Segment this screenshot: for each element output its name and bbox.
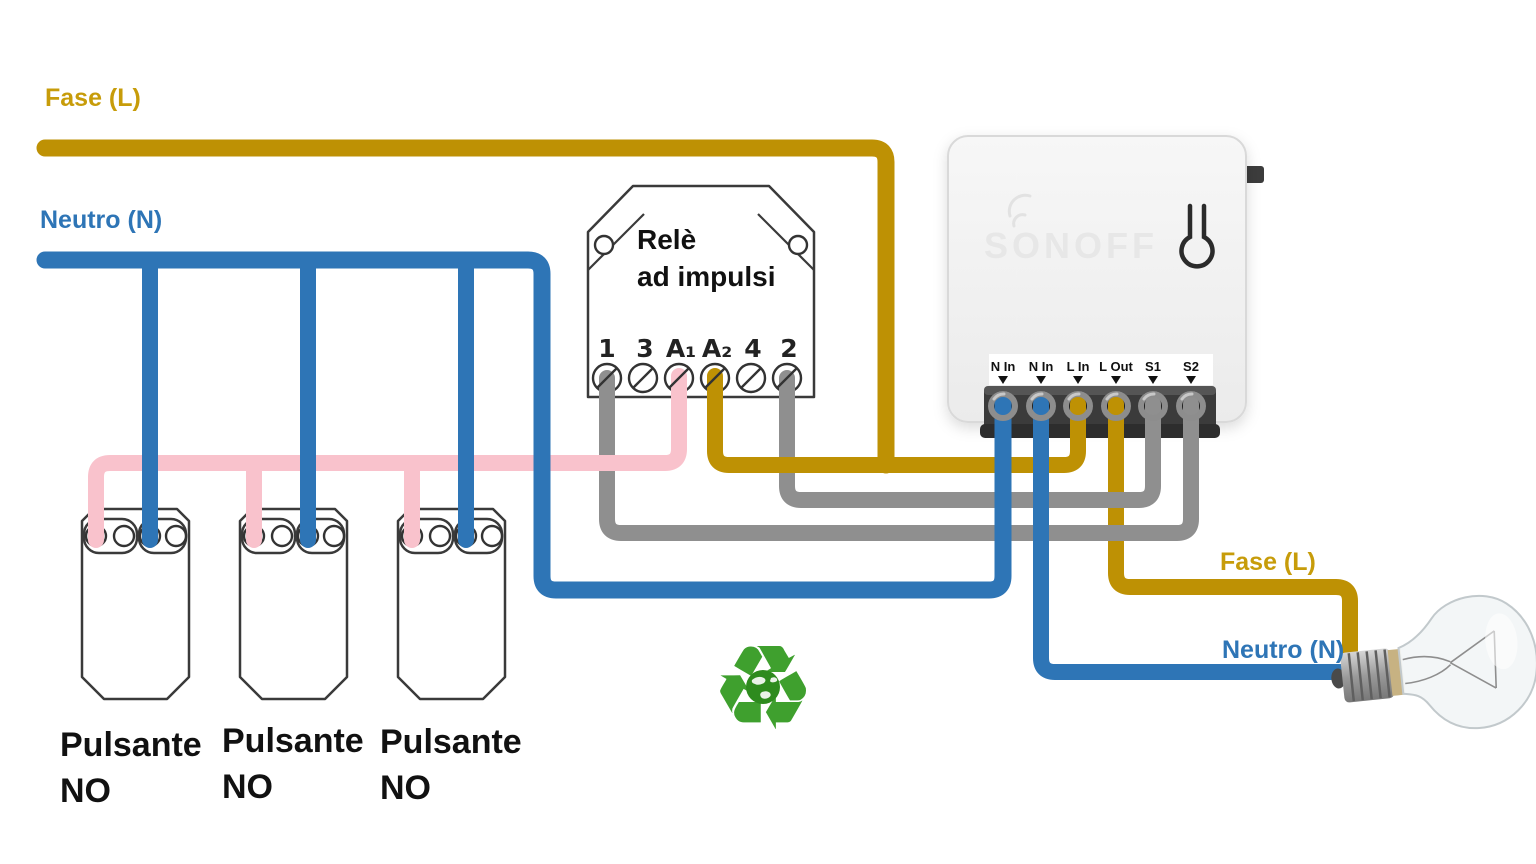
button-1-label-line2: NO: [60, 772, 111, 810]
wires: [36, 139, 1358, 680]
relay-mount-hole: [787, 234, 809, 256]
button-terminal-hole: [322, 524, 346, 548]
arrow-down-icons: [998, 376, 1196, 384]
reset-button-icon: [1179, 203, 1215, 269]
button-terminal-hole: [112, 524, 136, 548]
light-bulb: [1331, 594, 1536, 730]
button-body: [396, 507, 507, 701]
relay-module: Relè ad impulsi 1 3 A₁ A₂ 4 2: [586, 184, 816, 399]
button-3-label-line2: NO: [380, 769, 431, 807]
bulb-highlight: [1485, 613, 1518, 670]
sonoff-terminal-label-nin1: N In: [991, 359, 1016, 374]
relay-title-line1: Relè: [637, 224, 696, 255]
wifi-icon: [1007, 193, 1032, 228]
neutro-right-label: Neutro (N): [1222, 636, 1344, 664]
wire-fase-out-to-bulb: [1108, 396, 1358, 676]
sonoff-screw-rings: [988, 391, 1206, 421]
wire-neutro-out-to-bulb: [1033, 396, 1353, 680]
button-body: [80, 507, 191, 701]
relay-terminal-label-a2: A₂: [702, 334, 732, 363]
sonoff-terminal-label-s2: S2: [1183, 359, 1199, 374]
wire-fase-bus-a2-lin: [707, 368, 1086, 473]
fase-left-label: Fase (L): [45, 84, 141, 112]
relay-screw-slots: [596, 367, 798, 389]
wire-switch-s2-to-relay1: [599, 370, 1199, 541]
wire-neutro-main: [36, 251, 1012, 599]
bulb-glass: [1397, 594, 1536, 730]
button-terminal-hole: [270, 524, 294, 548]
terminal-block-bevel: [984, 386, 1216, 395]
relay-body: [586, 184, 816, 399]
button-terminal-hole: [164, 524, 188, 548]
labels: Fase (L) Neutro (N) Fase (L) Neutro (N) …: [40, 84, 1344, 810]
sonoff-terminal-label-lin: L In: [1067, 359, 1090, 374]
sonoff-terminal-label-lout: L Out: [1099, 359, 1133, 374]
relay-title-line2: ad impulsi: [637, 261, 775, 292]
relay-terminal-label-a1: A₁: [666, 334, 696, 363]
sonoff-terminal-label-nin2: N In: [1029, 359, 1054, 374]
relay-mount-hole: [593, 234, 615, 256]
relay-corner-line: [757, 213, 815, 271]
button-body: [238, 507, 349, 701]
fase-right-label: Fase (L): [1220, 548, 1316, 576]
wire-fase-main: [36, 139, 895, 474]
relay-corner-line: [587, 213, 645, 271]
wire-impulse-bus: [88, 368, 687, 548]
relay-terminal-label-3: 3: [636, 334, 653, 363]
button-terminal-hole: [428, 524, 452, 548]
relay-terminal-label-2: 2: [780, 334, 797, 363]
sonoff-device: SONOFF N In N In L In L Out S1 S2: [947, 135, 1264, 438]
recycle-globe-land: [751, 676, 778, 699]
relay-terminal-label-4: 4: [744, 334, 761, 363]
relay-terminal-label-1: 1: [598, 334, 615, 363]
wire-switch-s1-to-relay2: [779, 370, 1161, 508]
button-terminal-hole: [480, 524, 504, 548]
sonoff-terminal-label-s1: S1: [1145, 359, 1161, 374]
bulb-threads: [1347, 649, 1391, 702]
button-2-label-line1: Pulsante: [222, 722, 364, 760]
terminal-label-strip: [989, 354, 1213, 385]
button-3-label-line1: Pulsante: [380, 723, 522, 761]
button-1-label-line1: Pulsante: [60, 726, 202, 764]
recycle-icon: ♻: [710, 619, 816, 757]
button-2-label-line2: NO: [222, 768, 273, 806]
neutro-left-label: Neutro (N): [40, 206, 162, 234]
recycle-globe: [746, 670, 780, 704]
sonoff-logo: SONOFF: [984, 225, 1158, 266]
